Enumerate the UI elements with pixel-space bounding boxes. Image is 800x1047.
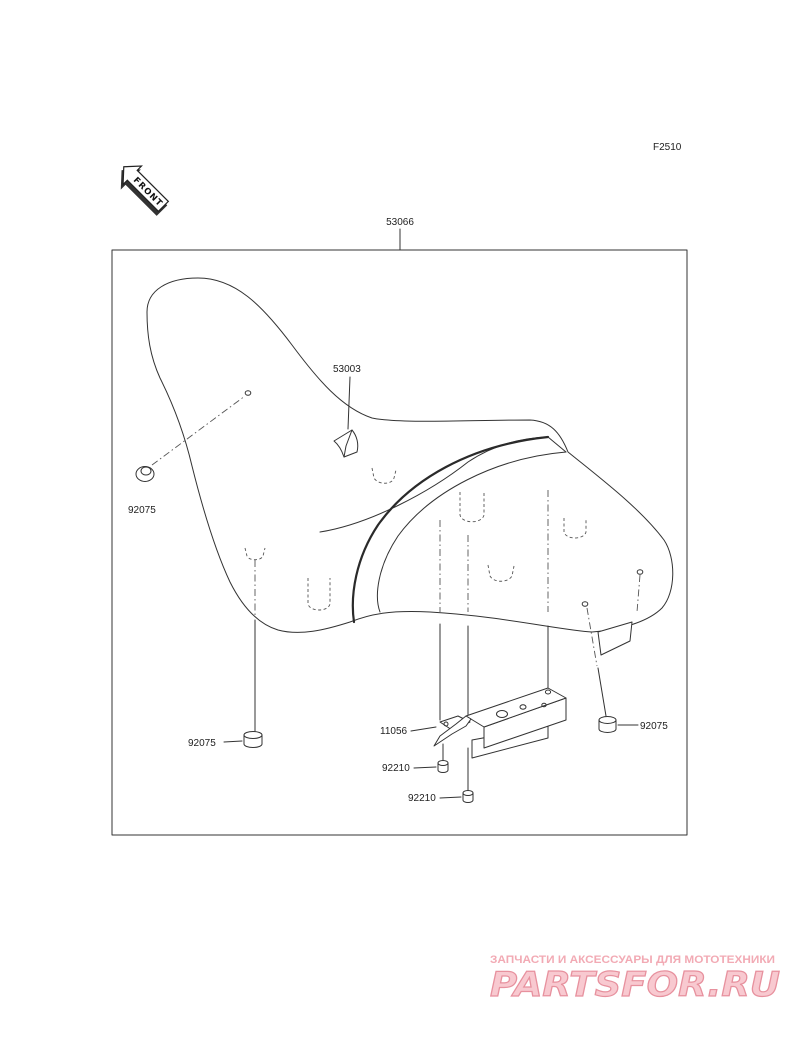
leader-damper-bottom [223, 740, 243, 743]
callout-nut-lower: 92210 [408, 793, 436, 804]
seat-hole [581, 601, 589, 607]
callout-nut-upper: 92210 [382, 763, 410, 774]
seat-rear-tab [597, 621, 633, 656]
seat-rim-inner [376, 451, 567, 613]
assembly-frame [111, 249, 688, 836]
leader-seat-label [347, 376, 351, 430]
callout-latch: 11056 [380, 726, 408, 737]
assembly-lines [151, 395, 641, 791]
leader-latch [410, 726, 437, 732]
seat [146, 277, 674, 656]
nut-upper [437, 760, 449, 773]
damper-left [135, 466, 155, 482]
leader-nut-upper [413, 766, 437, 769]
socket [459, 492, 485, 523]
damper-right [598, 716, 617, 733]
seat-rim-outer [351, 435, 550, 624]
callout-seat-label: 53003 [333, 364, 361, 375]
callout-seat-assembly: 53066 [386, 217, 414, 228]
watermark-logo: PARTSFOR.RU [490, 965, 780, 1005]
watermark-tagline: ЗАПЧАСТИ И АКСЕССУАРЫ ДЛЯ МОТОТЕХНИКИ [490, 954, 775, 966]
callout-damper-bottom: 92075 [188, 738, 216, 749]
front-arrow-icon: FRONT [120, 165, 170, 216]
damper-bottom [243, 731, 263, 748]
socket [371, 467, 397, 484]
seat-outline [146, 277, 674, 633]
seat-latch [433, 715, 472, 747]
socket [563, 518, 587, 539]
mounting-bracket [465, 687, 567, 759]
figure-code: F2510 [653, 142, 682, 153]
leader-nut-lower [439, 796, 462, 799]
nut-lower [462, 790, 474, 803]
seat-hole [244, 390, 252, 396]
socket [244, 547, 266, 561]
seat-hole [636, 569, 644, 575]
socket [487, 564, 515, 582]
socket [307, 578, 331, 611]
watermark: ЗАПЧАСТИ И АКСЕССУАРЫ ДЛЯ МОТОТЕХНИКИ PA… [489, 954, 780, 1006]
seat-rim-join [547, 436, 567, 453]
callout-damper-left: 92075 [128, 505, 156, 516]
seat-label-tag [333, 429, 359, 458]
callout-damper-right: 92075 [640, 721, 668, 732]
